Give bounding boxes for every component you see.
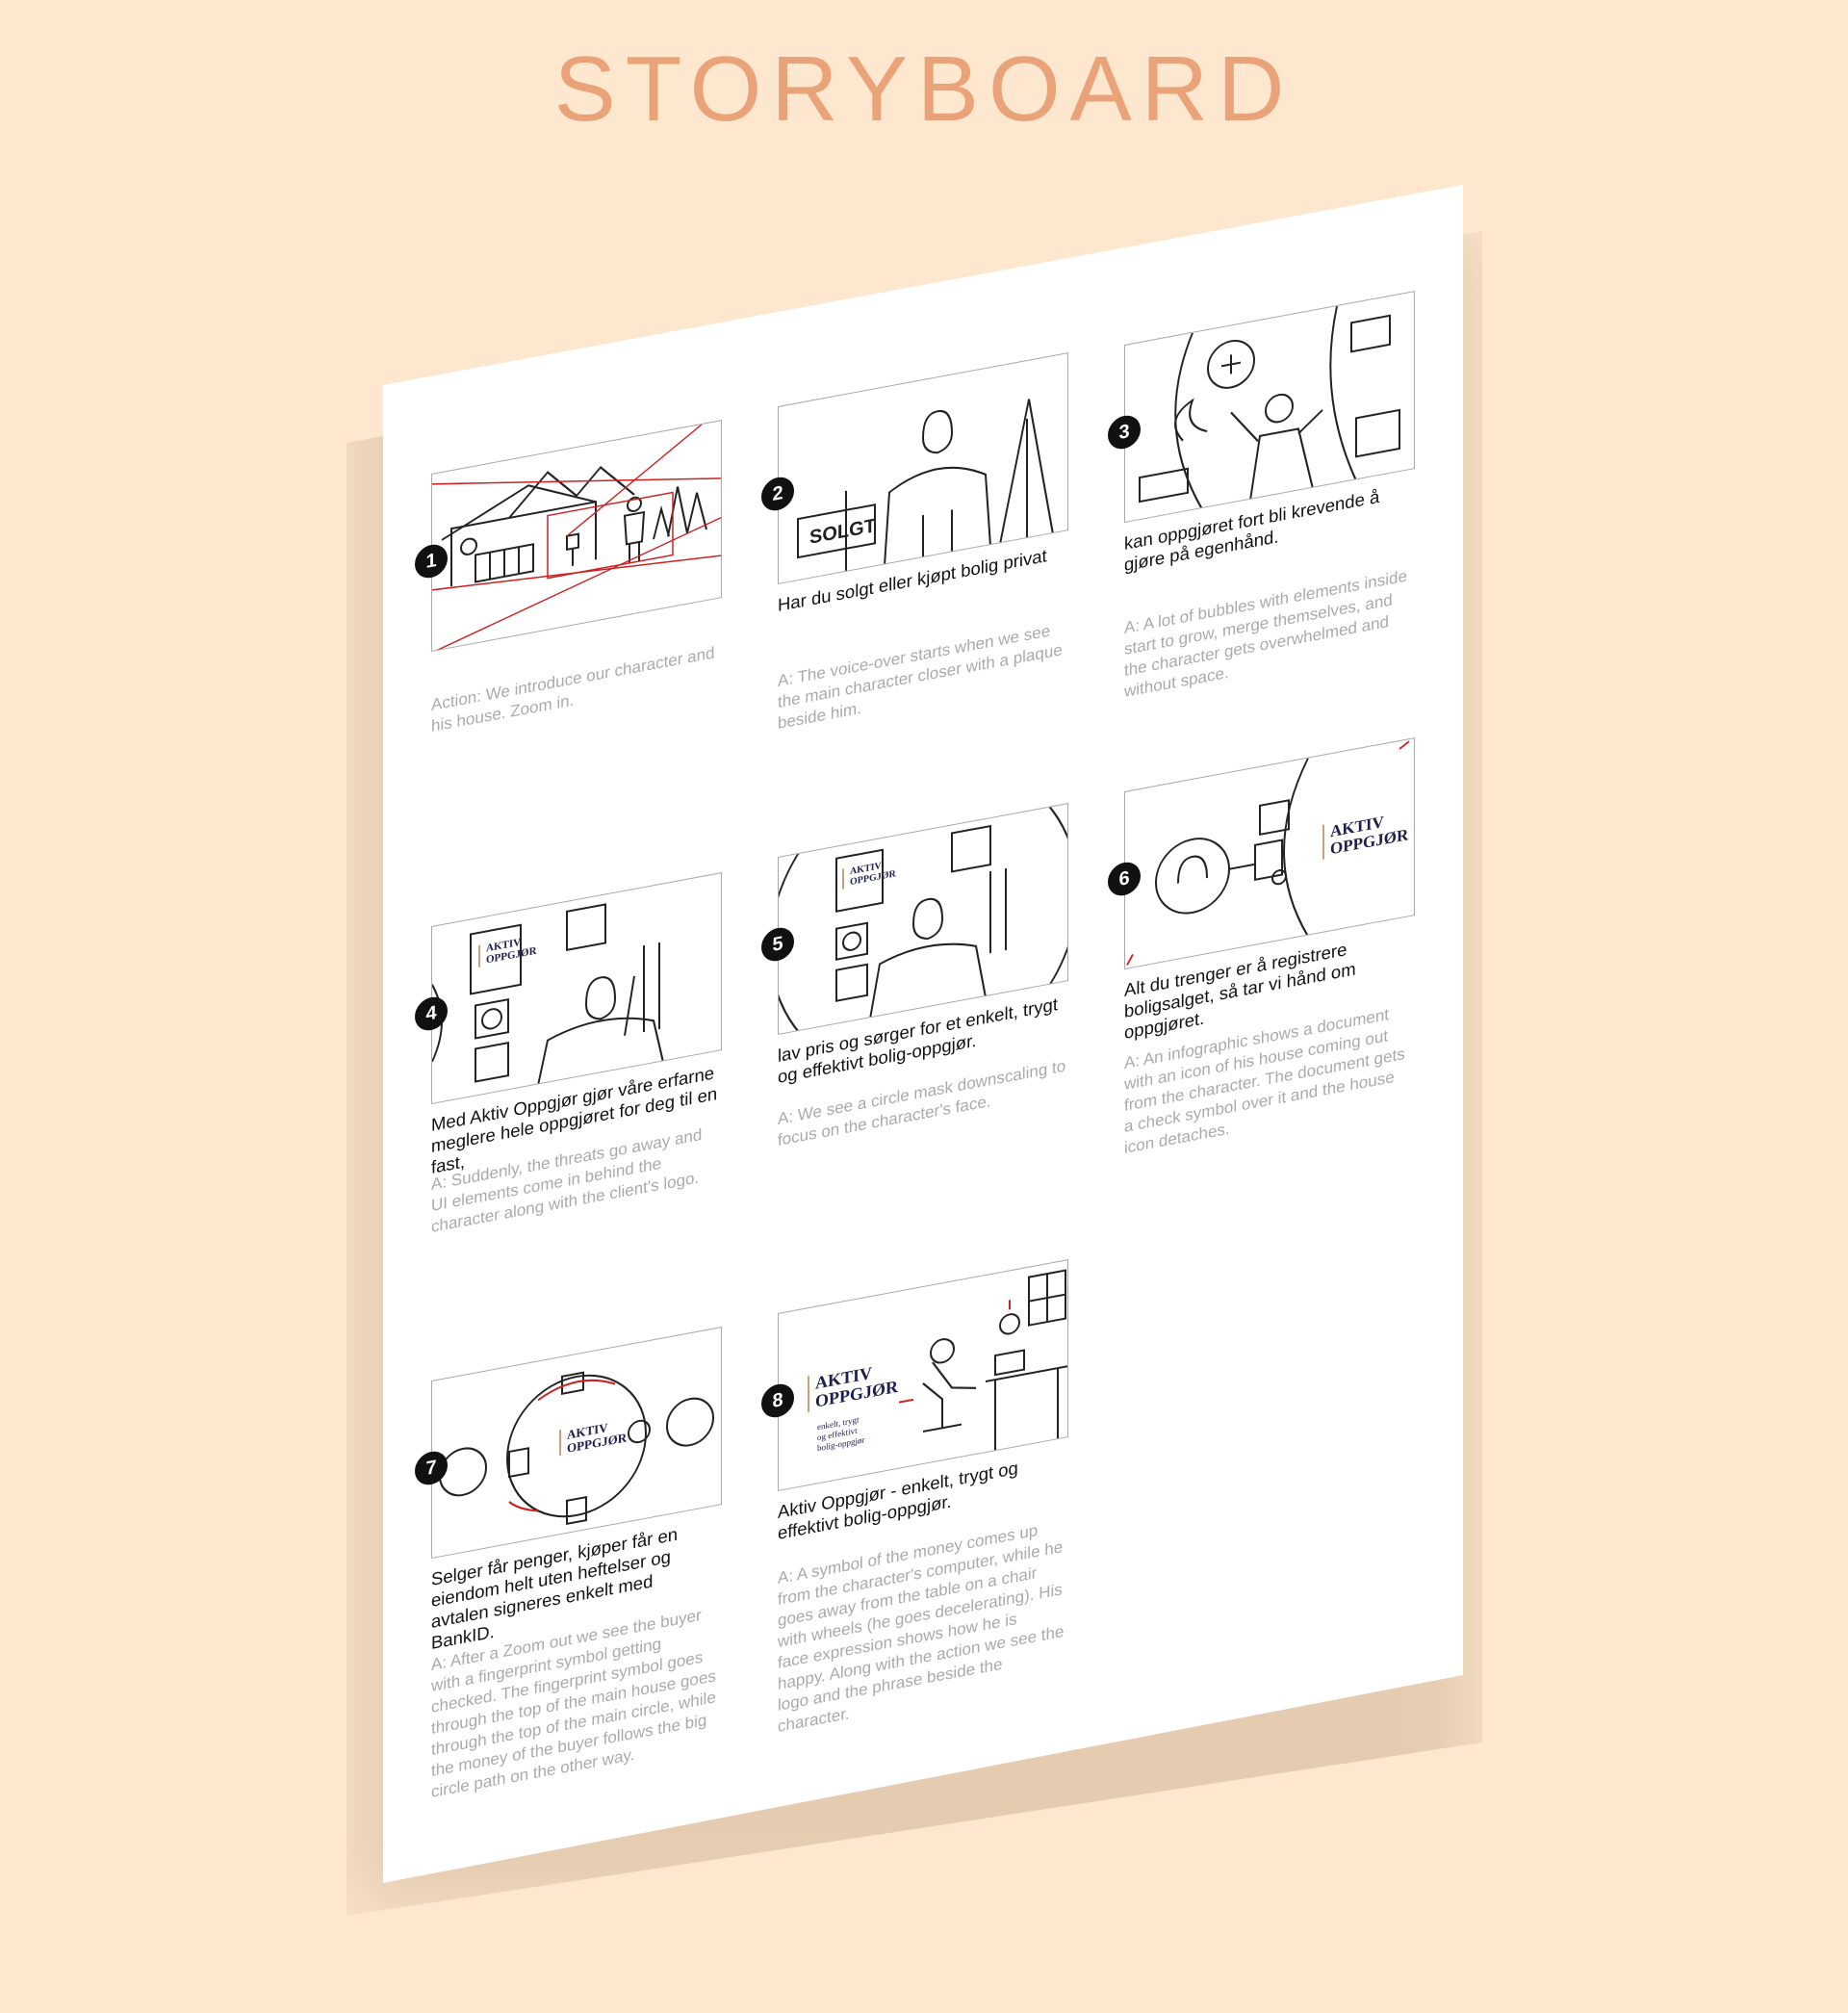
panel-1: 1 Action: We introduce our character and… xyxy=(415,420,722,736)
transaction-circle-sketch xyxy=(439,1371,714,1526)
sold-sign-text: SOLGT xyxy=(809,515,877,549)
circle-mask-sketch xyxy=(779,803,1068,1035)
panel-3-frame xyxy=(1124,291,1415,523)
panel-5-frame: AKTIV OPPGJØR xyxy=(778,803,1068,1035)
panel-2: SOLGT 2 Har du solgt eller kjøpt bolig p… xyxy=(761,352,1068,733)
infographic-document-sketch xyxy=(1126,740,1410,966)
panel-7: AKTIV OPPGJØR 7 Selger får penger, kjøpe… xyxy=(415,1327,722,1801)
panel-4: AKTIV OPPGJØR 4 Med Aktiv Oppgjør gjør v… xyxy=(415,872,722,1236)
overwhelmed-character-sketch xyxy=(1139,306,1400,510)
house-scene-sketch xyxy=(432,424,722,652)
panel-8-frame: AKTIV OPPGJØR enkelt, trygt og effektivt… xyxy=(778,1259,1068,1491)
character-with-ui-sketch xyxy=(432,903,664,1086)
panel-3: 3 kan oppgjøret fort bli krevende å gjør… xyxy=(1108,291,1415,701)
panel-4-frame: AKTIV OPPGJØR xyxy=(431,872,722,1104)
page-title: STORYBOARD xyxy=(553,38,1295,141)
character-with-sign-sketch: SOLGT xyxy=(797,399,1054,574)
happy-character-chair-sketch xyxy=(899,1269,1067,1453)
panel-6-frame: AKTIV OPPGJØR xyxy=(1124,737,1415,969)
panel-8: AKTIV OPPGJØR enkelt, trygt og effektivt… xyxy=(761,1259,1068,1736)
panel-5: AKTIV OPPGJØR 5 lav pris og sørger for e… xyxy=(761,803,1068,1149)
panel-7-frame: AKTIV OPPGJØR xyxy=(431,1327,722,1559)
panel-2-frame: SOLGT xyxy=(778,352,1068,584)
panel-1-frame xyxy=(431,420,722,652)
panel-6: AKTIV OPPGJØR 6 Alt du trenger er å regi… xyxy=(1108,737,1415,1157)
